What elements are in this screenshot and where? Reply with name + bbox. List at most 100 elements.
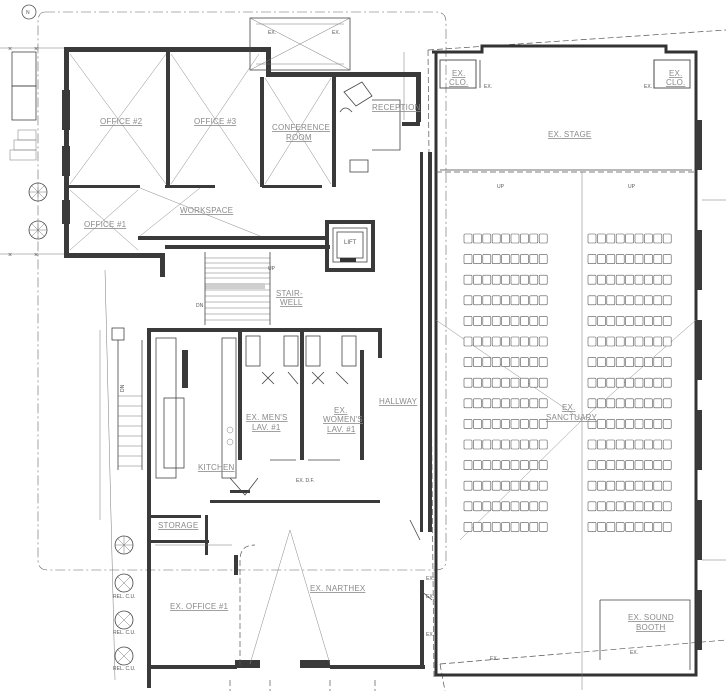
room-office-2[interactable]: OFFICE #2: [69, 53, 167, 185]
pew-seat: [510, 419, 520, 429]
pew-seat: [510, 233, 520, 244]
svg-text:LAV. #1: LAV. #1: [327, 425, 356, 434]
room-conference[interactable]: CONFERENCE ROOM: [264, 77, 332, 185]
pew-seat: [520, 336, 529, 347]
pew-seat: [644, 274, 653, 285]
pew-seat: [634, 439, 644, 450]
pew-seat: [491, 439, 501, 450]
pew-seat: [482, 439, 492, 450]
pew-seat: [606, 274, 616, 285]
pew-seat: [529, 336, 539, 347]
pew-seat: [501, 480, 510, 491]
pew-seat: [587, 274, 597, 285]
pew-seat: [662, 274, 672, 285]
lift-shaft[interactable]: LIFT: [325, 220, 375, 272]
pew-seat: [520, 398, 529, 409]
pew-seat: [644, 357, 653, 367]
pew-seat: [625, 254, 634, 264]
pew-seat: [662, 295, 672, 306]
pew-seat: [625, 419, 634, 429]
room-stairwell[interactable]: UP DN STAIR- WELL: [196, 252, 303, 325]
pew-seat: [587, 357, 597, 367]
pew-seat: [597, 233, 606, 244]
room-office-3[interactable]: OFFICE #3: [170, 53, 260, 185]
pew-seat: [606, 254, 616, 264]
pew-seat: [644, 439, 653, 450]
pew-seat: [587, 460, 597, 470]
room-ex-stage[interactable]: EX. STAGE UP UP: [497, 130, 636, 190]
room-workspace[interactable]: WORKSPACE: [139, 187, 261, 237]
pew-seat: [473, 398, 482, 409]
room-mens-lav[interactable]: EX. MEN'S LAV. #1: [246, 413, 288, 432]
room-ex-sound-booth[interactable]: EX. SOUND BOOTH: [628, 613, 674, 632]
room-ex-closet-left[interactable]: EX. CLO.: [449, 69, 468, 87]
room-ex-sanctuary[interactable]: EX. SANCTUARY: [463, 233, 672, 532]
pew-seat: [625, 233, 634, 244]
svg-text:UP: UP: [497, 184, 505, 190]
corridor-walls: [210, 122, 433, 665]
pew-seat: [653, 274, 663, 285]
pew-seat: [501, 295, 510, 306]
svg-text:EX.: EX.: [332, 30, 340, 36]
room-womens-lav[interactable]: EX. WOMEN'S LAV. #1: [323, 406, 363, 434]
pew-seat: [529, 233, 539, 244]
room-office-1[interactable]: OFFICE #1: [69, 189, 139, 251]
pew-seat: [597, 316, 606, 326]
svg-text:OFFICE #2: OFFICE #2: [100, 117, 143, 126]
pew-seat: [520, 316, 529, 326]
pew-seat: [463, 336, 473, 347]
pew-seat: [662, 460, 672, 470]
pew-seat: [587, 419, 597, 429]
svg-text:REL. C.U.: REL. C.U.: [113, 630, 136, 636]
pew-seat: [501, 522, 510, 532]
pew-seat: [615, 295, 625, 306]
pew-seat: [482, 501, 492, 512]
room-ex-narthex[interactable]: EX. NARTHEX: [239, 529, 366, 665]
pew-seat: [520, 295, 529, 306]
pew-seat: [662, 233, 672, 244]
svg-text:EX. D.F.: EX. D.F.: [296, 478, 314, 484]
pew-seat: [634, 295, 644, 306]
svg-text:EX. SOUND: EX. SOUND: [628, 613, 674, 622]
svg-text:EX. MEN'S: EX. MEN'S: [246, 413, 288, 422]
pew-seat: [606, 522, 616, 532]
pew-seat: [538, 336, 548, 347]
pew-seat: [653, 295, 663, 306]
pew-seat: [653, 254, 663, 264]
pew-seat: [482, 398, 492, 409]
pew-seat: [634, 522, 644, 532]
pew-seat: [662, 377, 672, 388]
pew-seat: [538, 233, 548, 244]
fan-unit-icon: [28, 220, 48, 240]
pew-seat: [653, 377, 663, 388]
pew-seat: [587, 501, 597, 512]
pew-seat: [510, 460, 520, 470]
pew-seat: [615, 439, 625, 450]
svg-text:LAV. #1: LAV. #1: [252, 423, 281, 432]
pew-seat: [634, 233, 644, 244]
pew-seat: [644, 316, 653, 326]
room-ex-office-1[interactable]: EX. OFFICE #1: [155, 544, 232, 611]
room-ex-closet-right[interactable]: EX. CLO.: [666, 69, 685, 87]
room-storage[interactable]: STORAGE: [158, 521, 198, 530]
svg-text:OFFICE #3: OFFICE #3: [194, 117, 237, 126]
pew-seat: [463, 274, 473, 285]
svg-text:×: ×: [34, 252, 38, 259]
svg-text:EX.: EX.: [426, 594, 434, 600]
pew-seat: [538, 522, 548, 532]
north-arrow-icon: N: [21, 4, 37, 20]
pew-seat: [491, 419, 501, 429]
room-kitchen[interactable]: KITCHEN: [155, 337, 259, 496]
room-reception[interactable]: RECEPTION: [339, 81, 420, 173]
pew-seat: [463, 398, 473, 409]
pew-seat: [510, 501, 520, 512]
pew-seat: [644, 419, 653, 429]
room-hallway[interactable]: HALLWAY: [379, 397, 418, 406]
pew-seat: [520, 480, 529, 491]
pew-seat: [606, 398, 616, 409]
pew-seat: [520, 254, 529, 264]
pew-seat: [501, 460, 510, 470]
pew-seat: [463, 501, 473, 512]
pew-seat: [501, 336, 510, 347]
svg-text:REL. C.U.: REL. C.U.: [113, 594, 136, 600]
